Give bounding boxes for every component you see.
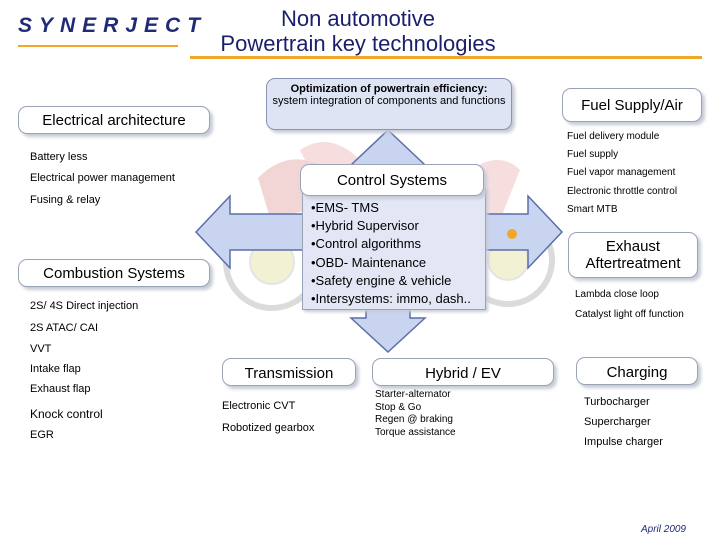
charging-item-supercharger: Supercharger (584, 416, 651, 428)
hybrid-header: Hybrid / EV (425, 365, 501, 382)
fuel-item-electronic-throttle: Electronic throttle control (567, 186, 678, 197)
exhaust-item-lambda: Lambda close loop (575, 289, 659, 300)
combustion-systems-header: Combustion Systems (43, 265, 185, 282)
control-systems-header: Control Systems (336, 172, 448, 189)
charging-item-turbocharger: Turbocharger (584, 396, 650, 408)
fuel-item-supply: Fuel supply (567, 149, 619, 160)
hybrid-item-regen: Regen @ braking (375, 414, 453, 425)
transmission-item-robotized: Robotized gearbox (222, 422, 315, 434)
synerject-logo: SYNERJECT (18, 14, 208, 37)
control-item-hybrid-supervisor: •Hybrid Supervisor (311, 218, 419, 234)
fuel-item-delivery-module: Fuel delivery module (567, 131, 660, 142)
electrical-architecture-header: Electrical architecture (42, 112, 186, 129)
electrical-item-power-management: Electrical power management (30, 172, 175, 184)
control-systems-body (302, 188, 486, 310)
transmission-header: Transmission (244, 365, 334, 382)
combustion-item-direct-injection: 2S/ 4S Direct injection (30, 300, 139, 312)
exhaust-header-box: Exhaust Aftertreatment (568, 232, 698, 278)
transmission-item-cvt: Electronic CVT (222, 400, 296, 412)
charging-header: Charging (606, 364, 668, 381)
combustion-item-atac-cai: 2S ATAC/ CAI (30, 322, 99, 334)
combustion-item-exhaust-flap: Exhaust flap (30, 383, 91, 395)
transmission-header-box: Transmission (222, 358, 356, 386)
title-underline (190, 56, 702, 59)
optimization-title: Optimization of powertrain efficiency: (290, 83, 488, 95)
fuel-item-smart-mtb: Smart MTB (567, 204, 618, 215)
control-item-obd-maintenance: •OBD- Maintenance (311, 254, 427, 270)
hybrid-item-torque: Torque assistance (375, 426, 456, 438)
electrical-item-fusing-relay: Fusing & relay (30, 194, 101, 206)
hybrid-item-stop-go: Stop & Go (375, 401, 422, 413)
control-item-ems-tms: •EMS- TMS (311, 200, 379, 215)
accent-dot (507, 229, 517, 239)
control-item-control-algorithms: •Control algorithms (311, 236, 422, 252)
charging-header-box: Charging (576, 357, 698, 385)
hybrid-item-starter-alternator: Starter-alternator (375, 389, 451, 400)
exhaust-header-line2: Aftertreatment (585, 255, 681, 272)
combustion-item-egr: EGR (30, 429, 54, 441)
fuel-supply-header: Fuel Supply/Air (581, 97, 683, 114)
footer-date: April 2009 (640, 524, 686, 535)
hybrid-header-box: Hybrid / EV (372, 358, 554, 386)
electrical-architecture-header-box: Electrical architecture (18, 106, 210, 134)
combustion-item-intake-flap: Intake flap (30, 363, 81, 375)
page-title: Non automotive Powertrain key technologi… (190, 6, 526, 56)
fuel-item-vapor-management: Fuel vapor management (567, 167, 676, 178)
page-title-line1: Non automotive (280, 6, 436, 31)
charging-item-impulse: Impulse charger (584, 436, 663, 448)
control-item-safety: •Safety engine & vehicle (311, 272, 452, 288)
optimization-box: Optimization of powertrain efficiency: s… (266, 78, 512, 130)
logo-underline (18, 45, 178, 47)
control-item-intersystems: •Intersystems: immo, dash.. (311, 291, 471, 307)
combustion-item-vvt: VVT (30, 343, 52, 355)
exhaust-item-catalyst: Catalyst light off function (575, 309, 684, 320)
combustion-systems-header-box: Combustion Systems (18, 259, 210, 287)
control-systems-list: •EMS- TMS •Hybrid Supervisor •Control al… (311, 199, 471, 308)
hybrid-list: Starter-alternator Stop & Go Regen @ bra… (375, 389, 456, 439)
page-title-line2: Powertrain key technologies (220, 31, 496, 56)
fuel-supply-header-box: Fuel Supply/Air (562, 88, 702, 122)
combustion-item-knock-control: Knock control (30, 407, 103, 421)
optimization-subtitle: system integration of components and fun… (272, 95, 506, 107)
control-systems-header-box: Control Systems (300, 164, 484, 196)
electrical-item-battery-less: Battery less (30, 151, 88, 163)
exhaust-header-line1: Exhaust (605, 238, 661, 255)
